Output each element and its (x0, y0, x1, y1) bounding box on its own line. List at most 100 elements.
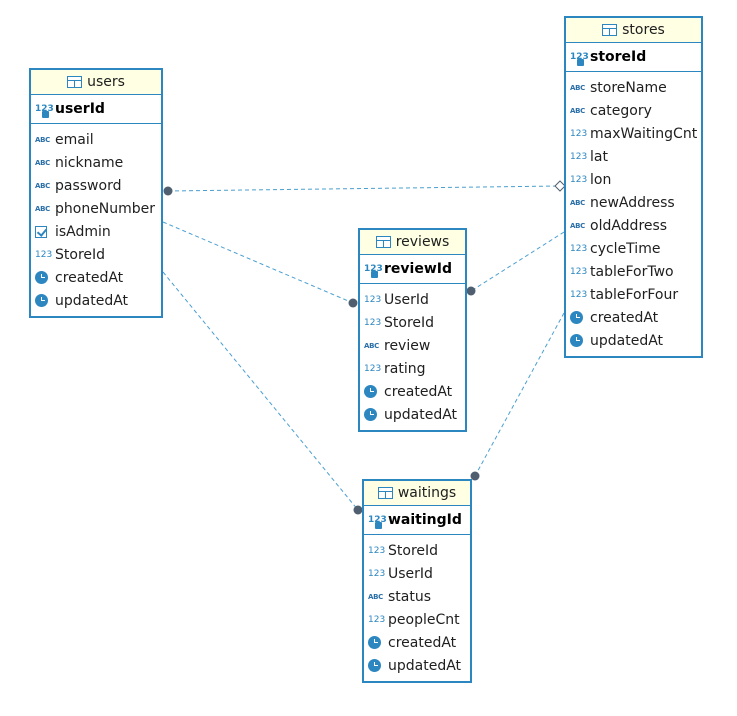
column-row[interactable]: ABC oldAddress (566, 214, 701, 237)
relation-stores-reviews[interactable] (470, 231, 565, 292)
column-name: maxWaitingCnt (590, 125, 698, 142)
column-name: tableForTwo (590, 263, 674, 280)
numeric-icon: 123 (570, 243, 588, 254)
numeric-icon: 123 (35, 249, 53, 260)
clock-icon (570, 334, 583, 347)
column-row[interactable]: createdAt (360, 380, 465, 403)
numeric-icon: 123 (368, 614, 386, 625)
column-name: storeName (590, 79, 667, 96)
column-name: nickname (55, 154, 124, 171)
column-row[interactable]: updatedAt (360, 403, 465, 426)
column-name: status (388, 588, 432, 605)
column-name: storeId (590, 49, 647, 65)
relation-users-stores[interactable] (167, 185, 561, 192)
relation-stores-waitings[interactable] (474, 312, 565, 477)
entity-title: waitings (397, 485, 457, 501)
numeric-key-icon: 123 (364, 264, 383, 278)
numeric-icon: 123 (364, 294, 382, 305)
relation-endpoint-dot (353, 505, 363, 515)
column-name: lon (590, 171, 612, 188)
column-row[interactable]: updatedAt (566, 329, 701, 352)
abc-icon: ABC (570, 106, 585, 115)
primary-key-row[interactable]: 123 waitingId (364, 506, 470, 535)
column-name: lat (590, 148, 608, 165)
numeric-icon: 123 (364, 317, 382, 328)
primary-key-row[interactable]: 123 storeId (566, 43, 701, 72)
abc-icon: ABC (570, 83, 585, 92)
entity-title: users (87, 74, 125, 90)
table-icon (602, 24, 618, 36)
column-row[interactable]: updatedAt (31, 289, 161, 312)
table-icon (67, 76, 83, 88)
column-row[interactable]: createdAt (364, 631, 470, 654)
column-row[interactable]: createdAt (566, 306, 701, 329)
numeric-key-icon: 123 (35, 104, 54, 118)
column-name: UserId (388, 565, 433, 582)
column-name: StoreId (384, 314, 435, 331)
entity-header-stores: stores (566, 18, 701, 43)
numeric-icon: 123 (570, 128, 588, 139)
numeric-key-icon: 123 (570, 52, 589, 66)
column-name: userId (55, 101, 105, 117)
column-name: password (55, 177, 122, 194)
column-name: updatedAt (55, 292, 129, 309)
primary-key-row[interactable]: 123 userId (31, 95, 161, 124)
relation-endpoint-dot (466, 286, 476, 296)
column-row[interactable]: ABC nickname (31, 151, 161, 174)
column-name: email (55, 131, 94, 148)
relation-users-waitings[interactable] (162, 271, 359, 511)
relation-users-reviews[interactable] (162, 221, 354, 304)
clock-icon (364, 385, 377, 398)
column-name: cycleTime (590, 240, 661, 257)
column-name: reviewId (384, 261, 452, 277)
primary-key-row[interactable]: 123 reviewId (360, 255, 465, 284)
clock-icon (368, 636, 381, 649)
abc-icon: ABC (364, 341, 379, 350)
column-row[interactable]: updatedAt (364, 654, 470, 677)
column-name: updatedAt (388, 657, 462, 674)
abc-icon: ABC (35, 158, 50, 167)
column-row[interactable]: ABC password (31, 174, 161, 197)
column-name: rating (384, 360, 426, 377)
column-name: createdAt (590, 309, 659, 326)
column-name: oldAddress (590, 217, 668, 234)
abc-icon: ABC (570, 198, 585, 207)
entity-title: stores (622, 22, 665, 38)
abc-icon: ABC (35, 181, 50, 190)
column-name: updatedAt (384, 406, 458, 423)
numeric-icon: 123 (570, 151, 588, 162)
column-row[interactable]: createdAt (31, 266, 161, 289)
column-name: tableForFour (590, 286, 679, 303)
column-row[interactable]: ABC storeName (566, 76, 701, 99)
relation-endpoint-dot (348, 298, 358, 308)
column-name: createdAt (388, 634, 457, 651)
column-row[interactable]: isAdmin (31, 220, 161, 243)
abc-icon: ABC (570, 221, 585, 230)
numeric-icon: 123 (570, 266, 588, 277)
